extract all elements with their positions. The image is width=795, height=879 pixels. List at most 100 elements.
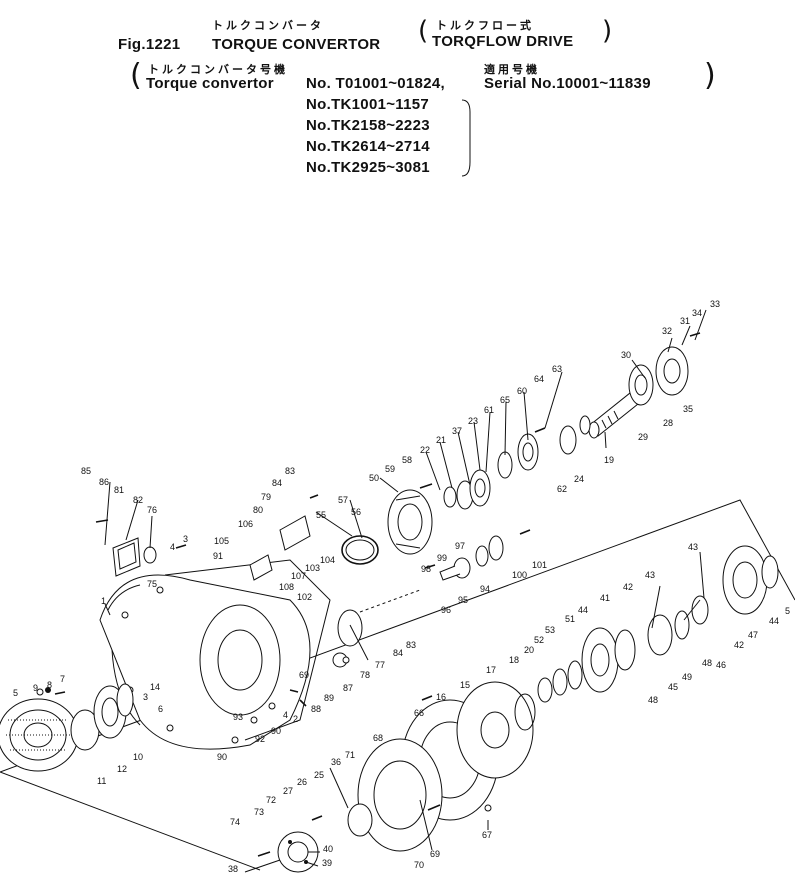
callout-98: 98 — [421, 564, 431, 574]
callout-79: 79 — [261, 492, 271, 502]
leader-lines — [104, 309, 707, 873]
callout-78: 78 — [360, 670, 370, 680]
callout-76: 76 — [147, 505, 157, 515]
callout-85: 85 — [81, 466, 91, 476]
callout-37: 37 — [452, 426, 462, 436]
callout-25: 25 — [314, 770, 324, 780]
range-2: No.TK1001~1157 — [306, 96, 430, 113]
callout-82: 82 — [133, 495, 143, 505]
callout-100: 100 — [512, 570, 527, 580]
callout-15: 15 — [460, 680, 470, 690]
callout-70: 70 — [414, 860, 424, 870]
jp-converter-no: トルクコンバータ号機 — [148, 64, 288, 76]
callout-21: 21 — [436, 435, 446, 445]
cover-plate-part — [249, 515, 311, 581]
callout-71: 71 — [345, 750, 355, 760]
callout-44b: 44 — [769, 616, 779, 626]
callout-49: 49 — [682, 672, 692, 682]
callout-103: 103 — [305, 563, 320, 573]
callout-74: 74 — [230, 817, 240, 827]
callout-39: 39 — [322, 858, 332, 868]
callout-57: 57 — [338, 495, 348, 505]
jp-title: トルクコンバータ — [212, 20, 324, 32]
callout-12: 12 — [117, 764, 127, 774]
callout-14: 14 — [150, 682, 160, 692]
callout-102: 102 — [297, 592, 312, 602]
clutch-pack-part — [537, 595, 709, 703]
range-1: No. T01001~01824, — [306, 75, 445, 92]
callout-42b: 42 — [734, 640, 744, 650]
callout-75: 75 — [147, 579, 157, 589]
subtitle-paren-open: ( — [418, 16, 429, 46]
callout-7: 7 — [60, 674, 65, 684]
drive-gear-part — [0, 698, 79, 772]
gasket-part — [112, 537, 157, 577]
callout-104: 104 — [320, 555, 335, 565]
callout-28: 28 — [663, 418, 673, 428]
callout-18: 18 — [509, 655, 519, 665]
callout-83b: 83 — [406, 640, 416, 650]
callout-45: 45 — [668, 682, 678, 692]
callout-51: 51 — [565, 614, 575, 624]
range-paren-open: ( — [130, 58, 142, 93]
callout-19: 19 — [604, 455, 614, 465]
range-4: No.TK2614~2714 — [306, 138, 430, 155]
callout-17: 17 — [486, 665, 496, 675]
callout-105: 105 — [214, 536, 229, 546]
callout-26: 26 — [297, 777, 307, 787]
flange-part — [628, 346, 689, 406]
callout-8: 8 — [47, 680, 52, 690]
callout-48b: 48 — [702, 658, 712, 668]
callout-31: 31 — [680, 316, 690, 326]
front-cover-part — [456, 681, 536, 779]
callout-43: 43 — [688, 542, 698, 552]
callout-30: 30 — [621, 350, 631, 360]
stator-hub-part — [387, 469, 491, 555]
callout-46: 46 — [716, 660, 726, 670]
range-paren-close: ) — [704, 58, 716, 93]
serial-range: Serial No.10001~11839 — [484, 75, 651, 92]
callout-106: 106 — [238, 519, 253, 529]
callout-5: 5 — [13, 688, 18, 698]
callout-97: 97 — [455, 541, 465, 551]
callout-73: 73 — [254, 807, 264, 817]
callout-88: 88 — [311, 704, 321, 714]
converter-label: Torque convertor — [146, 75, 274, 92]
callout-95: 95 — [458, 595, 468, 605]
callout-27: 27 — [283, 786, 293, 796]
callout-83: 83 — [285, 466, 295, 476]
callout-99: 99 — [437, 553, 447, 563]
callout-40: 40 — [323, 844, 333, 854]
callout-92: 92 — [255, 734, 265, 744]
callout-61: 61 — [484, 405, 494, 415]
callout-34: 34 — [692, 308, 702, 318]
callout-89: 89 — [324, 693, 334, 703]
callout-63: 63 — [552, 364, 562, 374]
callout-4b: 4 — [283, 710, 288, 720]
callout-48: 48 — [648, 695, 658, 705]
callout-107: 107 — [291, 571, 306, 581]
callout-60: 60 — [517, 386, 527, 396]
stator-plate-part — [332, 589, 421, 668]
callout-1: 1 — [101, 596, 106, 606]
callout-84: 84 — [272, 478, 282, 488]
bearing-retainer-part — [70, 683, 134, 751]
range-5: No.TK2925~3081 — [306, 159, 430, 176]
pump-part — [439, 535, 504, 581]
seal-rings — [497, 415, 591, 479]
callout-23: 23 — [468, 416, 478, 426]
callout-4: 4 — [170, 542, 175, 552]
callout-94: 94 — [480, 584, 490, 594]
callout-42: 42 — [623, 582, 633, 592]
callout-108: 108 — [279, 582, 294, 592]
callout-33: 33 — [710, 299, 720, 309]
callout-24: 24 — [574, 474, 584, 484]
callout-32: 32 — [662, 326, 672, 336]
range-3: No.TK2158~2223 — [306, 117, 430, 134]
callout-87: 87 — [343, 683, 353, 693]
callout-5b: 5 — [785, 606, 790, 616]
callout-10: 10 — [133, 752, 143, 762]
callout-90b: 90 — [217, 752, 227, 762]
callout-59: 59 — [385, 464, 395, 474]
